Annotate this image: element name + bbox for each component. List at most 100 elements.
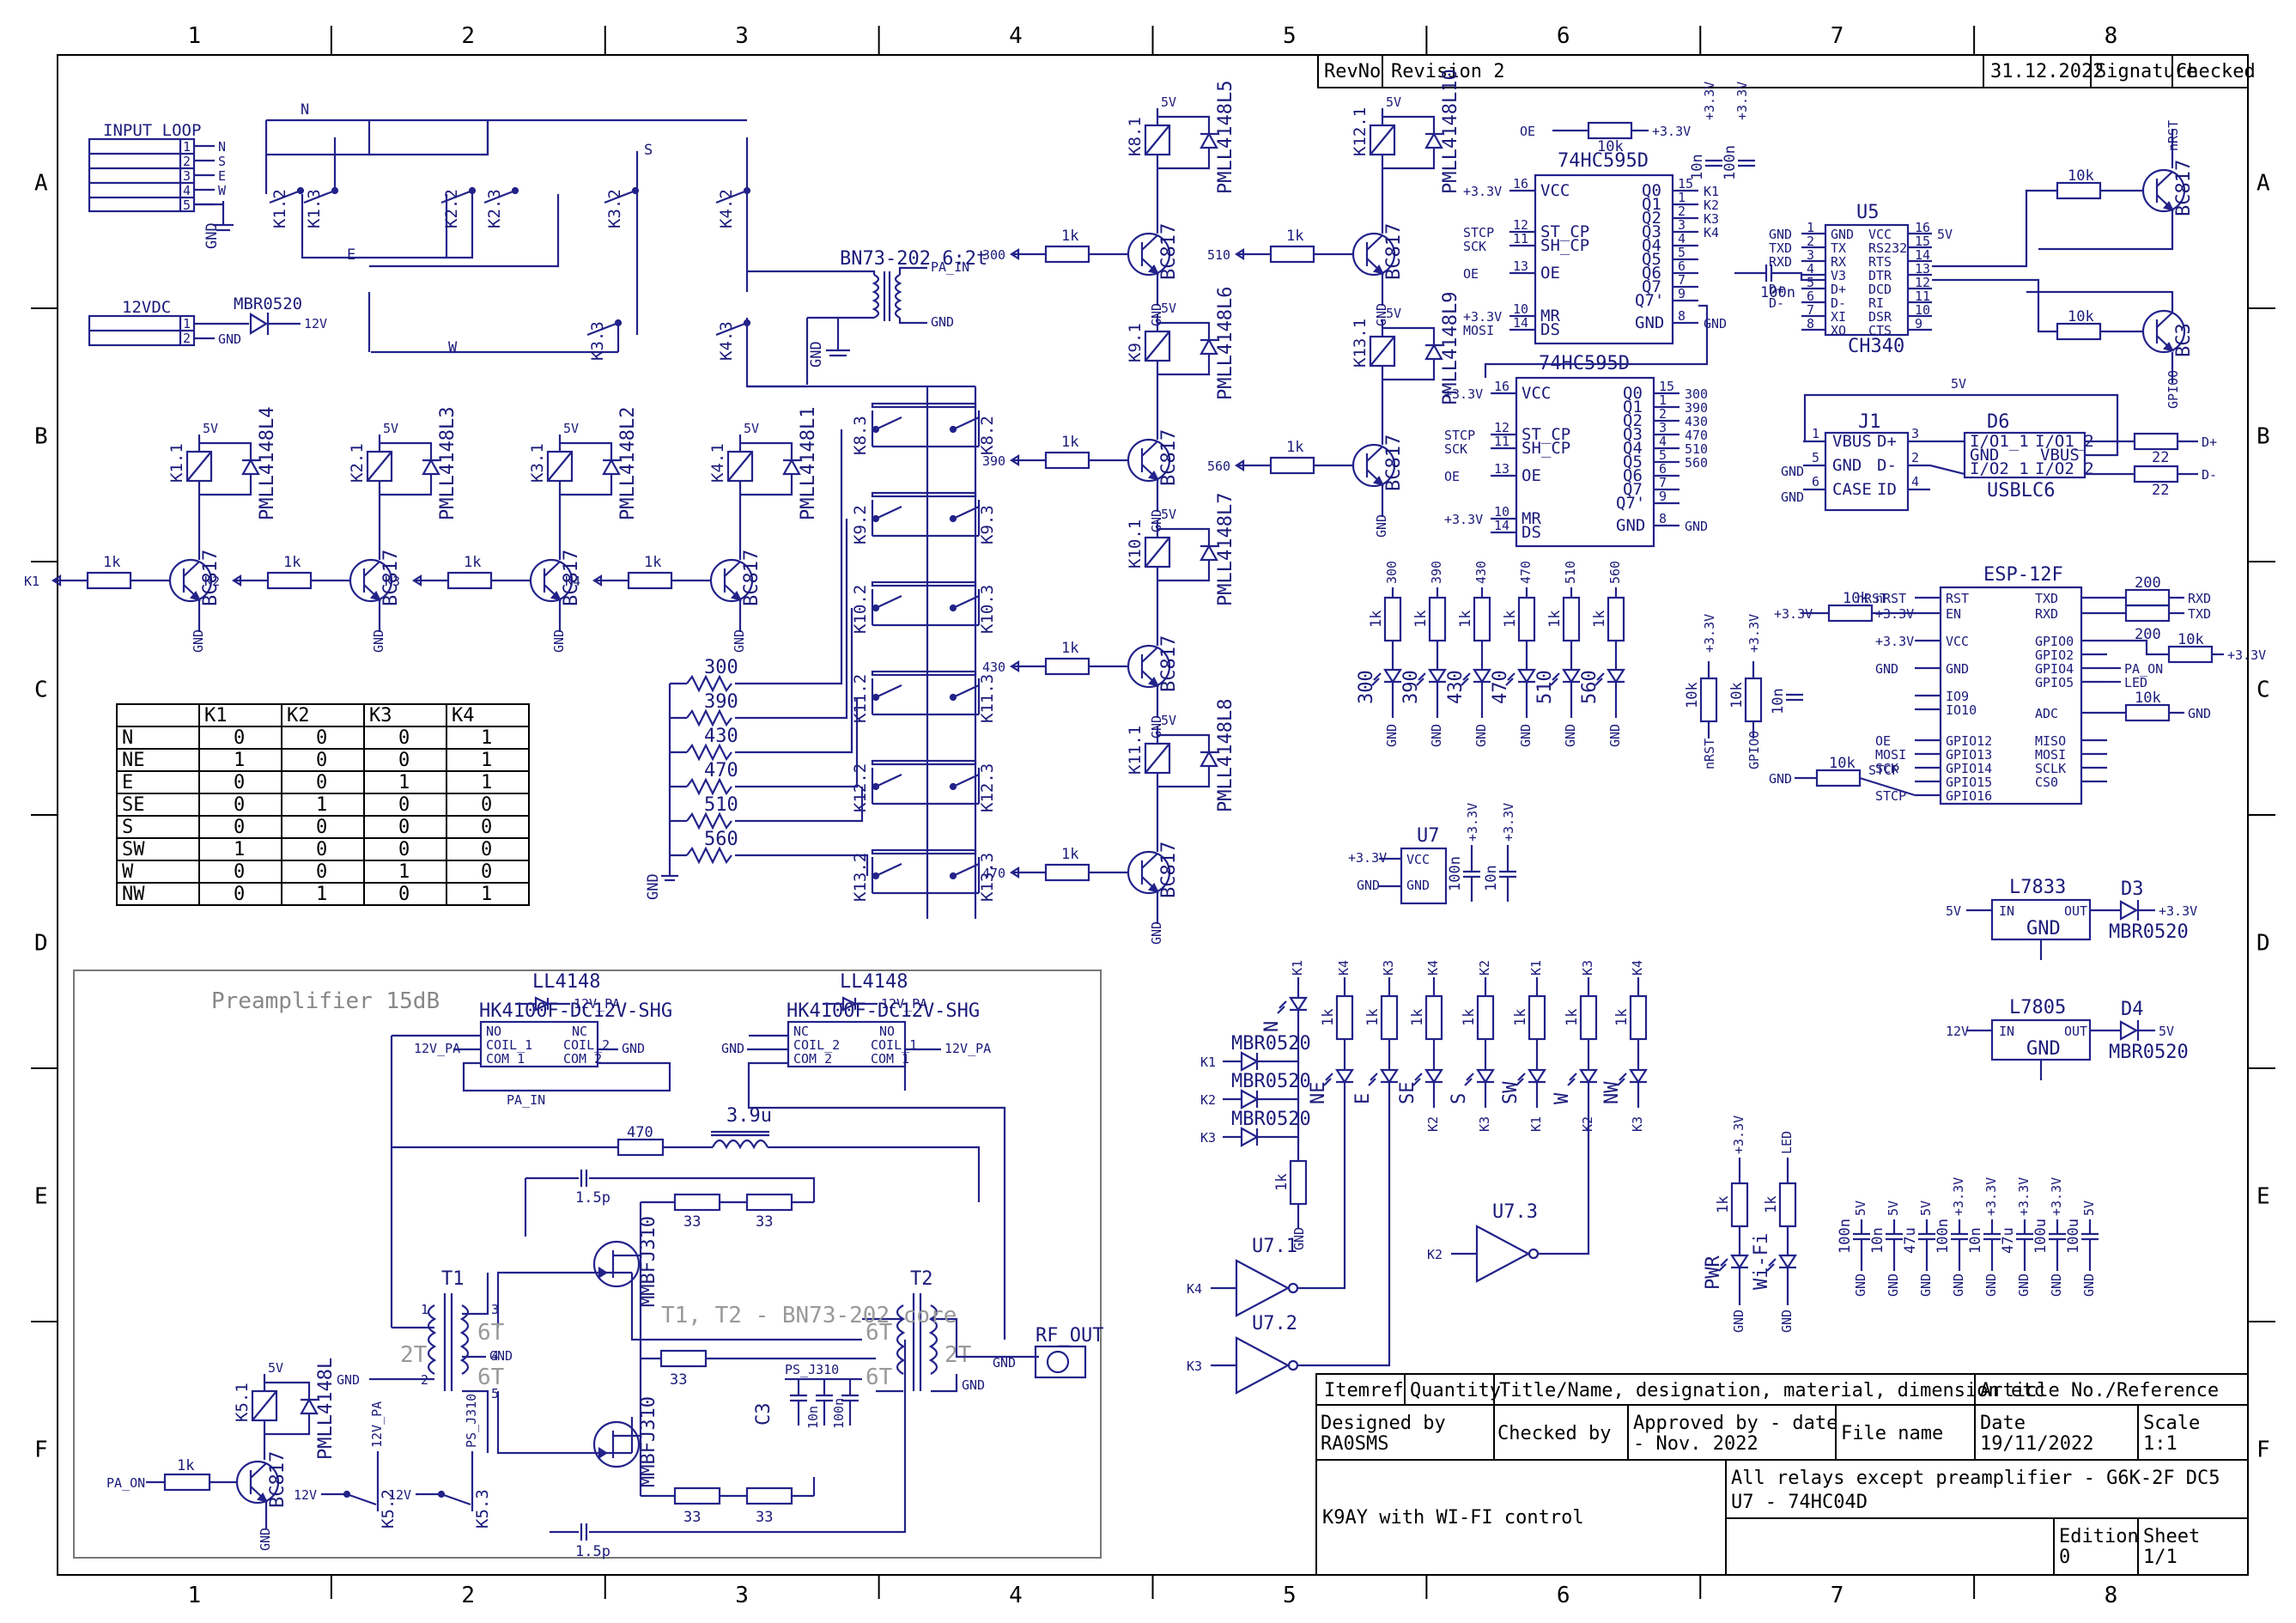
capacitor-value: 100n bbox=[1935, 1219, 1952, 1254]
resistor-value: 10k bbox=[1843, 590, 1869, 607]
resistor bbox=[2133, 465, 2179, 483]
loop-net-w: W bbox=[448, 339, 458, 356]
power-connector: 12VDC 1 2 GND MBR0520 12V bbox=[88, 295, 327, 347]
capacitor-value: 1.5p bbox=[575, 1189, 610, 1207]
u5-pin: RI bbox=[1868, 295, 1884, 311]
transistor-label: BC817 bbox=[1158, 223, 1180, 280]
t1-pin: 3 bbox=[491, 1302, 499, 1317]
u5-pin-num: 6 bbox=[1807, 289, 1814, 304]
resistor bbox=[2056, 181, 2102, 200]
autoreset-nrst: nRST bbox=[2165, 120, 2181, 151]
u5-name: U5 bbox=[1856, 202, 1880, 223]
rf-out-gnd: GND bbox=[993, 1355, 1016, 1371]
truth-table-cell: 0 bbox=[234, 817, 245, 838]
led-label: SW bbox=[1500, 1081, 1522, 1104]
led-label: Wi-Fi bbox=[1751, 1233, 1772, 1290]
u5-pin-num: 11 bbox=[1915, 289, 1930, 304]
transistor-label: BC3 bbox=[2173, 323, 2195, 357]
esp-pin: GPIO13 bbox=[1946, 747, 1992, 763]
usb-dminus: D- bbox=[2202, 467, 2217, 483]
pa-on-net: PA_ON bbox=[106, 1475, 145, 1491]
esp-net: nRST bbox=[1875, 591, 1906, 606]
capacitor-value: 100n bbox=[1760, 284, 1795, 301]
npn-transistor: BC817 bbox=[349, 550, 402, 606]
row-label-left: E bbox=[34, 1184, 48, 1210]
preamp-switch-in: 12V bbox=[388, 1487, 411, 1503]
d6-pin: I/O2_1 bbox=[1970, 459, 2029, 478]
termination-resistor-value: 300 bbox=[704, 657, 738, 678]
resistor-value: 22 bbox=[2152, 482, 2169, 499]
resistor-value: 200 bbox=[2135, 574, 2161, 592]
shift-register-net: 560 bbox=[1685, 455, 1708, 471]
u5-pin: D- bbox=[1831, 295, 1846, 311]
preamp-relay-pin: NO bbox=[486, 1024, 501, 1039]
u5-pin-num: 10 bbox=[1915, 302, 1930, 318]
shift-register-pin-num: 2 bbox=[1659, 406, 1667, 422]
t1-pin: 4 bbox=[491, 1348, 499, 1364]
shift-register-pin: ST_CP bbox=[1522, 425, 1570, 444]
shift-register-pin: SH_CP bbox=[1522, 439, 1570, 458]
shift-register-pin: VCC bbox=[1522, 384, 1551, 403]
column-label-top: 7 bbox=[1831, 23, 1844, 49]
resistor bbox=[673, 1193, 721, 1212]
led-label: 430 bbox=[1445, 670, 1467, 704]
loop-net-e: E bbox=[347, 246, 355, 264]
led: W bbox=[1552, 1068, 1599, 1104]
driver-input-net: K2 bbox=[204, 574, 220, 589]
j1-pin-num: 6 bbox=[1812, 474, 1819, 489]
loop-contact: K1.2 bbox=[269, 186, 305, 228]
truth-table-cell: 0 bbox=[316, 861, 327, 883]
shift-register-net: MOSI bbox=[1463, 323, 1494, 338]
shift-register-pin: Q0 bbox=[1642, 181, 1661, 200]
shift-register-pin-num: 15 bbox=[1678, 176, 1693, 191]
preamp-relay-pin: COM_1 bbox=[486, 1051, 525, 1067]
esp-pin: GND bbox=[1946, 661, 1969, 677]
esp-gpio0-supply: +3.3V bbox=[2227, 647, 2266, 663]
truth-table-border bbox=[116, 703, 530, 906]
capacitor-value: 100u bbox=[2065, 1219, 2082, 1254]
resistor-value: 1k bbox=[1364, 1009, 1382, 1026]
transistor-label: BC817 bbox=[1158, 635, 1180, 692]
shift-register-pin: OE bbox=[1522, 466, 1541, 485]
shift-register-pin-num: 4 bbox=[1678, 231, 1686, 246]
shift-register: 74HC595DVCC16+3.3VST_CP12STCPSH_CP11SCKO… bbox=[1463, 150, 1727, 345]
sheet-label: Sheet bbox=[2143, 1526, 2200, 1547]
capacitor-value: 10n bbox=[1770, 688, 1787, 714]
gnd-net: GND bbox=[1518, 724, 1534, 747]
truth-table-cell: 0 bbox=[481, 794, 492, 816]
truth-table-cell: 0 bbox=[234, 772, 245, 793]
approved-label: Approved by - date bbox=[1633, 1413, 1837, 1434]
resistor-value: 33 bbox=[683, 1509, 701, 1526]
led: Wi-Fi bbox=[1751, 1233, 1798, 1290]
edition-value: 0 bbox=[2059, 1547, 2070, 1568]
t1-pin: 5 bbox=[491, 1386, 499, 1401]
resistor-value: 10k bbox=[1597, 138, 1624, 155]
resistor bbox=[673, 1486, 721, 1505]
termination-resistor: 300 bbox=[670, 429, 843, 693]
shift-register-pin-num: 13 bbox=[1513, 258, 1528, 274]
shift-register-pin: Q5 bbox=[1623, 453, 1643, 471]
inverter-gate: U7.3K2 bbox=[1427, 1201, 1540, 1283]
shift-register-pin: GND bbox=[1635, 313, 1664, 332]
supply-net: 5V bbox=[563, 421, 579, 436]
column-label-top: 1 bbox=[187, 23, 201, 49]
gnd-net: GND bbox=[1886, 1273, 1901, 1297]
led: PWR bbox=[1703, 1254, 1750, 1290]
usb-dplus: D+ bbox=[2202, 435, 2217, 450]
shift-register-net: 470 bbox=[1685, 428, 1708, 443]
resistor bbox=[1335, 994, 1354, 1041]
input-loop-label: INPUT_LOOP bbox=[103, 121, 201, 140]
u5-pin: XI bbox=[1831, 309, 1846, 325]
esp-12f-module: ESP-12FRSTnRSTEN+3.3VVCC+3.3VGNDGNDIO9IO… bbox=[1684, 564, 2266, 805]
